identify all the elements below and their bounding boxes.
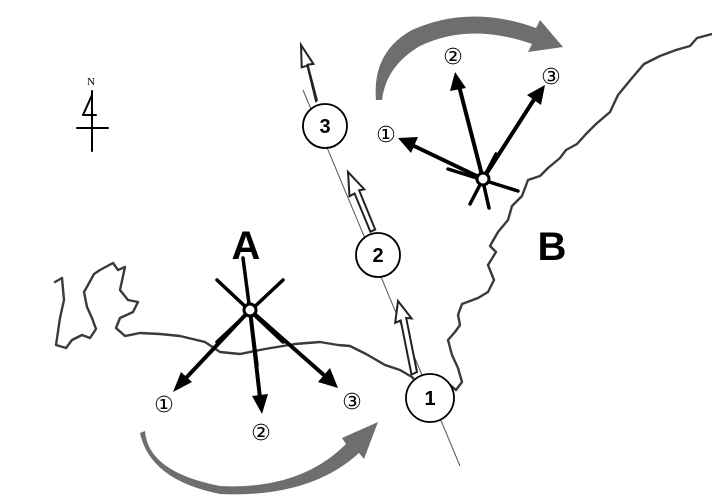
station-b: B ① ② ③ — [375, 16, 567, 269]
station-b-wind-arrow-2 — [450, 72, 485, 181]
station-b-wind-arrow-3 — [481, 85, 545, 181]
station-a-marker — [242, 302, 258, 318]
station-b-wind-arrow-3-head — [527, 85, 545, 105]
station-b-arrow-label-1: ① — [376, 123, 396, 148]
typhoon-track: 1 2 3 — [299, 41, 461, 467]
station-a-wind-arrow-1-head — [173, 372, 192, 392]
station-a-arrow-label-1: ① — [154, 393, 174, 418]
track-position-1-label: 1 — [424, 388, 435, 410]
station-b-wind-arrow-1-head — [398, 137, 418, 153]
station-b-rotation-arrow — [375, 16, 563, 101]
compass-north-label: N — [87, 76, 95, 88]
track-position-1-circle — [405, 373, 455, 423]
coastline-east — [446, 32, 712, 392]
station-b-wind-arrow-2-shaft — [457, 84, 485, 181]
station-a-wind-arrow-2-shaft — [248, 308, 262, 400]
north-compass: N — [76, 76, 109, 152]
station-a: A ① ② ③ — [140, 224, 378, 495]
station-a-wind-arrow-1 — [173, 308, 252, 392]
station-a-wind-arrow-3 — [248, 308, 338, 388]
track-position-2-circle — [355, 232, 401, 278]
station-a-wind-arrow-2-head — [252, 394, 268, 414]
station-b-arrow-label-2: ② — [443, 45, 463, 70]
track-position-3-label: 3 — [319, 116, 330, 138]
track-arrow-2 — [346, 169, 377, 234]
station-b-label: B — [538, 225, 567, 269]
station-b-wind-arrow-1 — [398, 137, 485, 181]
compass-flag-1 — [82, 94, 93, 116]
track-position-1: 1 — [405, 373, 455, 423]
station-b-marker — [475, 171, 491, 187]
track-position-2: 2 — [355, 232, 401, 278]
station-a-wind-arrow-3-shaft — [248, 308, 327, 378]
station-a-wind-arrow-1-shaft — [184, 308, 252, 380]
track-position-2-label: 2 — [372, 245, 383, 267]
track-arrow-2-shape — [346, 169, 377, 234]
station-a-wind-arrow-3-head — [318, 368, 338, 388]
station-a-wind-arrow-2 — [248, 308, 268, 414]
track-position-3-circle — [302, 103, 348, 149]
coastline — [53, 32, 712, 394]
track-arrow-3-shape — [299, 41, 319, 103]
station-b-wind-arrow-1-shaft — [410, 143, 485, 181]
station-b-wind-arrow-3-shaft — [481, 96, 537, 181]
track-position-3: 3 — [302, 103, 348, 149]
station-a-arrow-label-2: ② — [251, 421, 271, 446]
station-a-arrow-label-3: ③ — [342, 390, 362, 415]
station-a-rotation-arrow — [140, 422, 378, 495]
station-b-arrow-label-3: ③ — [541, 65, 561, 90]
track-arrow-1-shape — [393, 298, 419, 376]
track-arrow-1 — [393, 298, 419, 376]
station-b-wind-arrow-2-head — [450, 72, 466, 91]
track-arrow-3 — [299, 41, 319, 103]
coastline-west — [53, 261, 458, 394]
station-a-label: A — [232, 224, 261, 268]
